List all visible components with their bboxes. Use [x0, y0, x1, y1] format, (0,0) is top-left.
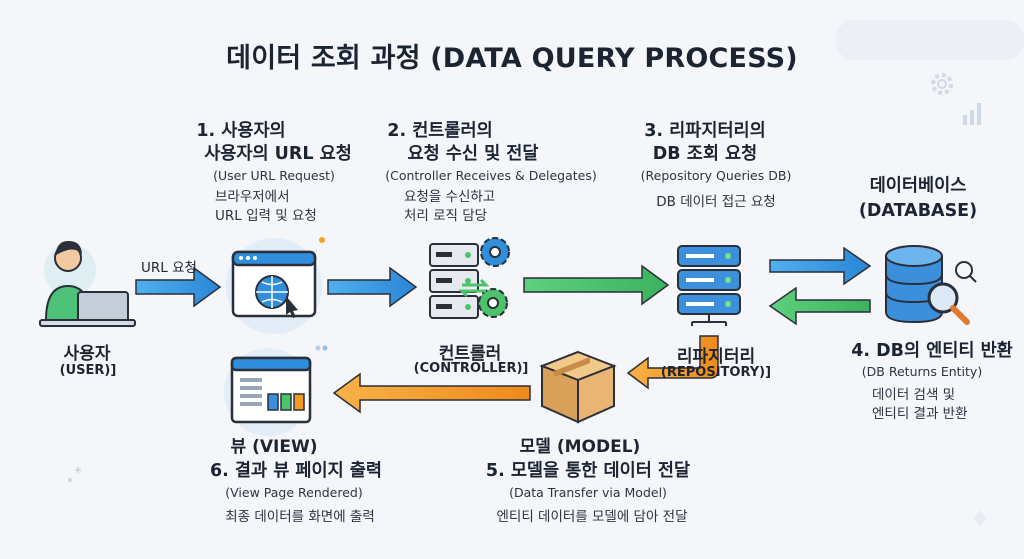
arrow-repository-to-model [626, 335, 719, 390]
arrow-browser-to-controller [327, 266, 418, 308]
step5-subtitle: (Data Transfer via Model) [509, 485, 667, 500]
step1-desc-line2: URL 입력 및 요청 [215, 208, 317, 224]
arrow-controller-to-repository [523, 264, 670, 306]
step3-heading-line1: 3. 리파지터리의 [644, 121, 766, 141]
database-label-en: (DATABASE) [858, 201, 978, 221]
step2-heading-line1: 2. 컨트롤러의 [387, 121, 493, 141]
model-label: 모델 (MODEL) [519, 437, 641, 457]
step6-subtitle: (View Page Rendered) [225, 485, 363, 500]
repository-label: 리파지터리 [676, 347, 756, 367]
step5-heading: 5. 모델을 통한 데이터 전달 [485, 461, 691, 481]
bg-shape [835, 20, 1024, 60]
view-page-icon [224, 345, 328, 436]
user-label-en: (USER)] [59, 363, 117, 378]
gear-icon [931, 73, 953, 95]
user-label: 사용자 [63, 344, 111, 364]
step2-desc-line1: 요청을 수신하고 [404, 189, 496, 205]
arrow-repository-to-db [769, 246, 872, 286]
step1-subtitle: (User URL Request) [213, 168, 335, 183]
step4-subtitle: (DB Returns Entity) [861, 364, 983, 379]
step4-desc-line1: 데이터 검색 및 [872, 387, 956, 403]
browser-globe-icon [226, 237, 325, 334]
package-box-icon [539, 350, 617, 424]
step6-desc: 최종 데이터를 화면에 출력 [225, 509, 375, 525]
step5-desc: 엔티티 데이터를 모델에 담아 전달 [496, 509, 688, 525]
chart-icon [963, 103, 981, 125]
user-laptop-icon [39, 240, 136, 327]
page-title: 데이터 조회 과정 (DATA QUERY PROCESS) [226, 43, 798, 74]
database-label: 데이터베이스 [869, 176, 967, 196]
step2-subtitle: (Controller Receives & Delegates) [385, 168, 597, 183]
repository-label-en: (REPOSITORY)] [660, 365, 772, 380]
step3-desc: DB 데이터 접근 요청 [656, 194, 776, 210]
step6-heading: 6. 결과 뷰 페이지 출력 [210, 461, 382, 481]
step1-desc-line1: 브라우저에서 [215, 189, 290, 205]
database-search-icon [885, 245, 977, 325]
step4-desc-line2: 엔티티 결과 반환 [872, 406, 968, 422]
step2-desc-line2: 처리 로직 담당 [404, 208, 488, 224]
arrow-model-to-view [332, 372, 531, 414]
controller-label: 컨트롤러 [438, 344, 502, 364]
arrow-user-to-browser [135, 266, 222, 308]
step3-subtitle: (Repository Queries DB) [640, 168, 792, 183]
step1-heading-line1: 1. 사용자의 [196, 121, 286, 141]
view-label: 뷰 (VIEW) [230, 437, 318, 457]
url-request-arrow-label: URL 요청 [141, 260, 197, 276]
controller-label-en: (CONTROLLER)] [413, 361, 529, 376]
step4-heading: 4. DB의 엔티티 반환 [851, 341, 1013, 361]
sparkle-decoration [68, 345, 986, 526]
server-stack-icon [677, 245, 741, 326]
step1-heading-line2: 사용자의 URL 요청 [204, 144, 352, 164]
step3-heading-line2: DB 조회 요청 [652, 144, 758, 164]
server-gear-icon [429, 237, 510, 319]
arrow-db-to-repository [768, 286, 871, 326]
step2-heading-line2: 요청 수신 및 전달 [407, 144, 539, 164]
